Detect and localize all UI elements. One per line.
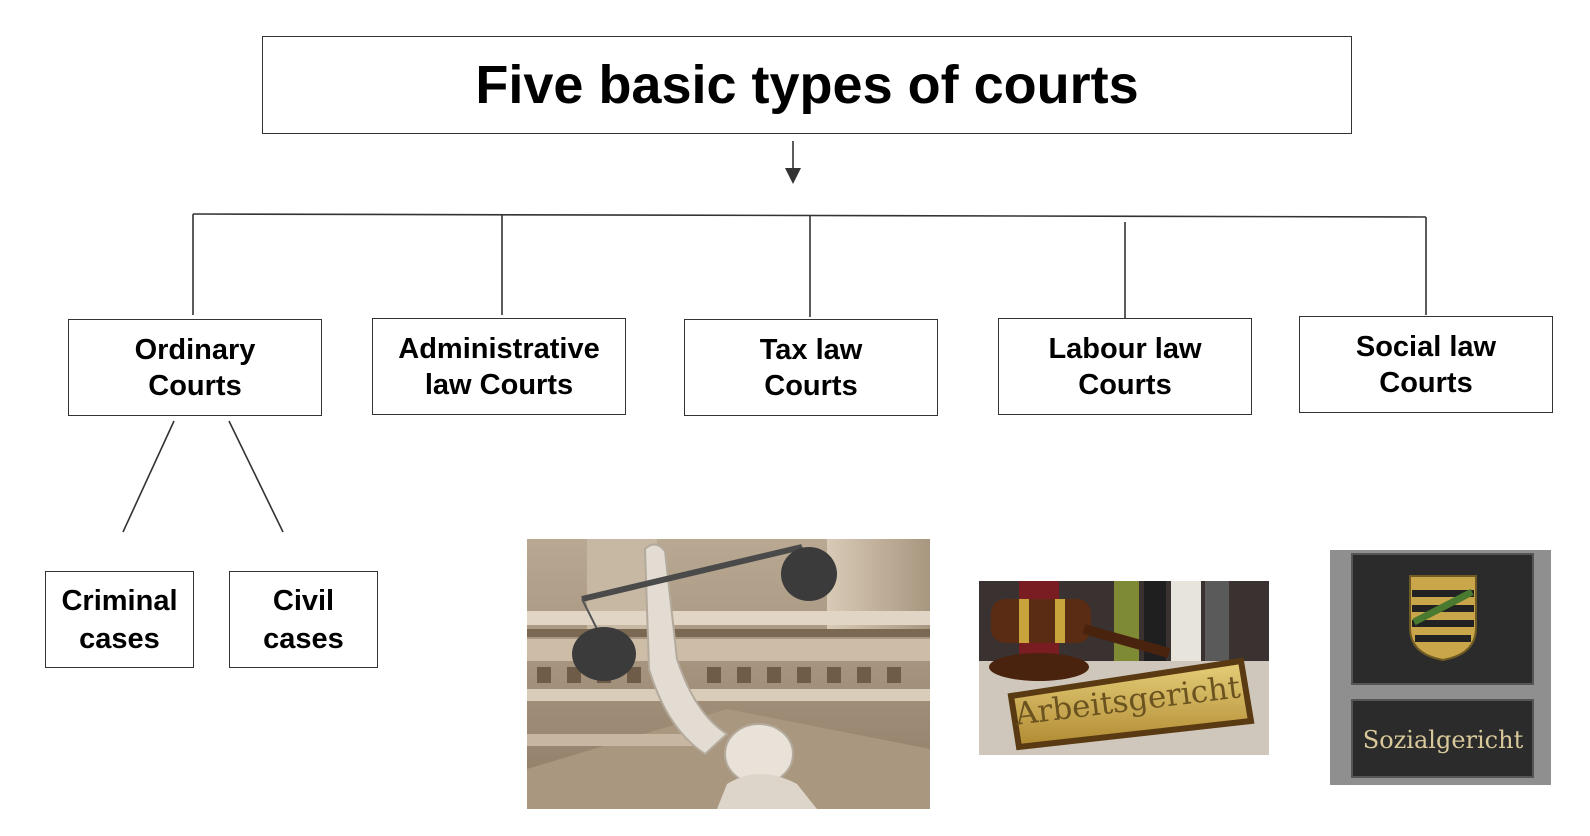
labour-court-gavel-photo: Arbeitsgericht bbox=[979, 581, 1269, 755]
social-court-sign-photo: Sozialgericht bbox=[1330, 550, 1551, 785]
court-box-social: Social law Courts bbox=[1299, 316, 1553, 413]
branch-criminal bbox=[122, 420, 175, 533]
justitia-statue-photo bbox=[527, 539, 930, 809]
court-box-tax: Tax law Courts bbox=[684, 319, 938, 416]
branch-horizontal-line bbox=[192, 213, 1427, 218]
court-box-ordinary: Ordinary Courts bbox=[68, 319, 322, 416]
court-box-labour: Labour law Courts bbox=[998, 318, 1252, 415]
diagram-title: Five basic types of courts bbox=[262, 36, 1352, 134]
social-sign-text: Sozialgericht bbox=[1363, 726, 1524, 754]
branch-civil bbox=[228, 420, 284, 533]
case-box-civil: Civil cases bbox=[229, 571, 378, 668]
court-box-administrative: Administrative law Courts bbox=[372, 318, 626, 415]
case-box-criminal: Criminal cases bbox=[45, 571, 194, 668]
